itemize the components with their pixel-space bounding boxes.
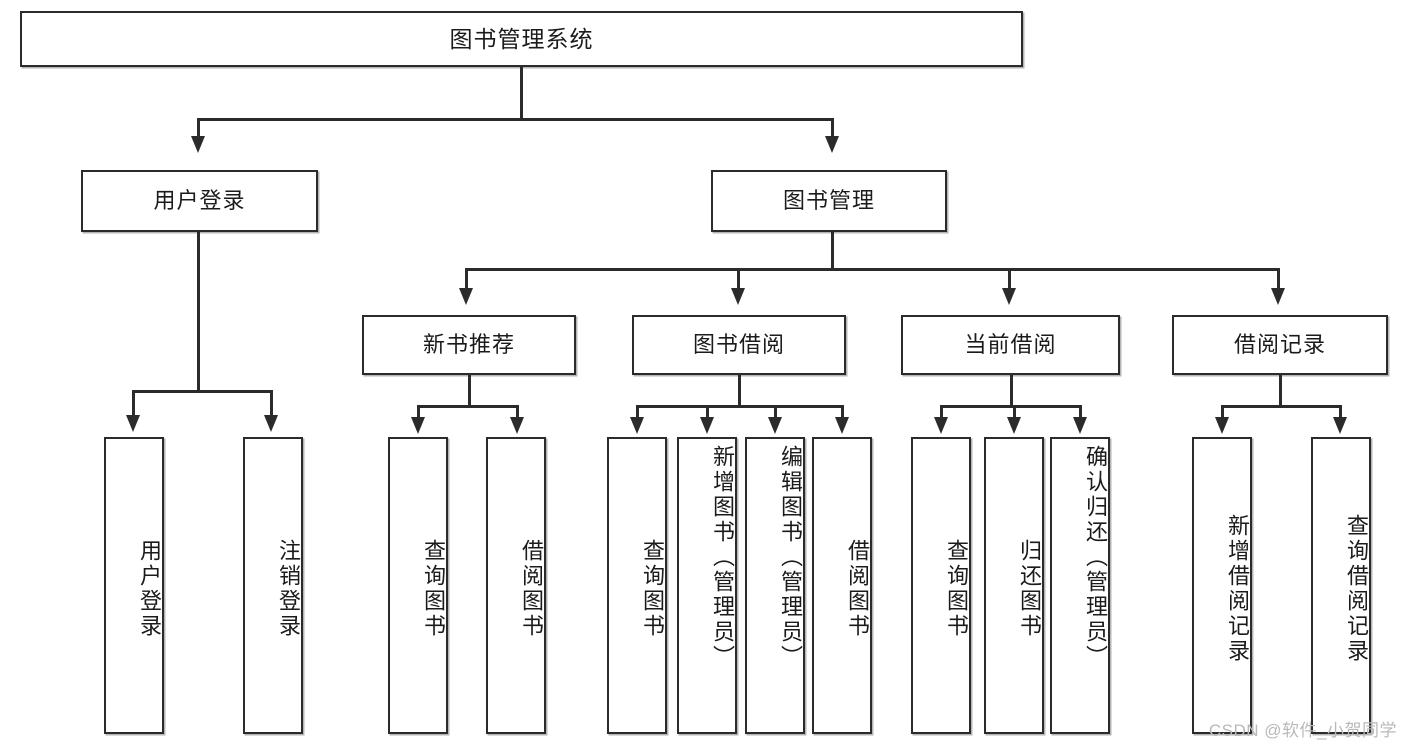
node-leaf-confirm-return[interactable]: 确认归还（管理员） xyxy=(1050,437,1110,734)
node-new-book-rec[interactable]: 新书推荐 xyxy=(362,315,576,375)
arrowhead-current-borrow xyxy=(1002,288,1016,305)
leaf-label: 编辑图书（管理员） xyxy=(778,445,803,670)
connector-borrow-record-child-2 xyxy=(1339,405,1342,419)
arrowhead-leaf-query-book-2 xyxy=(630,417,644,434)
arrowhead-leaf-query-book-3 xyxy=(934,417,948,434)
arrowhead-leaf-query-record xyxy=(1333,417,1347,434)
arrowhead-leaf-query-book-1 xyxy=(411,417,425,434)
node-user-login[interactable]: 用户登录 xyxy=(81,170,318,232)
leaf-label: 查询借阅记录 xyxy=(1344,513,1369,664)
arrowhead-new-book-rec xyxy=(459,288,473,305)
connector-new-book-rec-child-1 xyxy=(417,405,420,419)
connector-book-borrow-child-4 xyxy=(841,405,844,419)
arrowhead-leaf-add-book xyxy=(700,417,714,434)
connector-level2-bus xyxy=(197,118,833,121)
connector-book-borrow-stem xyxy=(738,375,741,407)
arrowhead-leaf-borrow-book-1 xyxy=(510,417,524,434)
arrowhead-leaf-user-login xyxy=(126,415,140,432)
arrowhead-book-manage xyxy=(825,136,839,153)
connector-user-login-bus xyxy=(132,390,272,393)
connector-new-book-rec-child-2 xyxy=(516,405,519,419)
connector-new-book-rec-stem xyxy=(468,375,471,407)
node-leaf-query-book-2[interactable]: 查询图书 xyxy=(607,437,667,734)
connector-current-borrow-child-2 xyxy=(1013,405,1016,419)
leaf-label: 注销登录 xyxy=(276,538,301,639)
connector-user-login-child-1 xyxy=(132,390,135,417)
connector-current-borrow-child-1 xyxy=(940,405,943,419)
node-leaf-query-record[interactable]: 查询借阅记录 xyxy=(1311,437,1371,734)
arrowhead-leaf-add-record xyxy=(1215,417,1229,434)
connector-current-borrow-bus xyxy=(940,405,1081,408)
connector-root-stem xyxy=(520,67,523,119)
node-book-borrow[interactable]: 图书借阅 xyxy=(632,315,846,375)
leaf-label: 查询图书 xyxy=(421,538,446,639)
connector-to-book-borrow xyxy=(737,268,740,290)
arrowhead-leaf-confirm-return xyxy=(1073,417,1087,434)
connector-user-login-child-2 xyxy=(270,390,273,417)
arrowhead-leaf-borrow-book-2 xyxy=(835,417,849,434)
node-book-manage[interactable]: 图书管理 xyxy=(711,170,947,232)
connector-level3-bus xyxy=(465,268,1279,271)
node-leaf-borrow-book-1[interactable]: 借阅图书 xyxy=(486,437,546,734)
connector-borrow-record-bus xyxy=(1221,405,1341,408)
connector-to-book-manage xyxy=(831,118,834,138)
leaf-label: 借阅图书 xyxy=(519,538,544,639)
node-leaf-add-record[interactable]: 新增借阅记录 xyxy=(1192,437,1252,734)
connector-book-borrow-child-2 xyxy=(706,405,709,419)
leaf-label: 借阅图书 xyxy=(845,538,870,639)
connector-user-login-stem xyxy=(197,232,200,392)
connector-current-borrow-stem xyxy=(1010,375,1013,407)
leaf-label: 新增借阅记录 xyxy=(1225,513,1250,664)
connector-to-user-login xyxy=(197,118,200,138)
arrowhead-book-borrow xyxy=(731,288,745,305)
arrowhead-borrow-record xyxy=(1271,288,1285,305)
node-leaf-user-logout[interactable]: 注销登录 xyxy=(243,437,303,734)
connector-book-borrow-child-1 xyxy=(636,405,639,419)
node-leaf-borrow-book-2[interactable]: 借阅图书 xyxy=(812,437,872,734)
connector-current-borrow-child-3 xyxy=(1079,405,1082,419)
connector-borrow-record-child-1 xyxy=(1221,405,1224,419)
node-leaf-query-book-3[interactable]: 查询图书 xyxy=(911,437,971,734)
connector-new-book-rec-bus xyxy=(417,405,518,408)
node-leaf-edit-book[interactable]: 编辑图书（管理员） xyxy=(745,437,805,734)
connector-to-new-book-rec xyxy=(465,268,468,290)
connector-book-manage-stem xyxy=(831,232,834,270)
connector-borrow-record-stem xyxy=(1279,375,1282,407)
node-leaf-add-book[interactable]: 新增图书（管理员） xyxy=(677,437,737,734)
leaf-label: 归还图书 xyxy=(1017,538,1042,639)
node-root[interactable]: 图书管理系统 xyxy=(20,11,1023,67)
node-borrow-record[interactable]: 借阅记录 xyxy=(1172,315,1388,375)
arrowhead-leaf-edit-book xyxy=(768,417,782,434)
arrowhead-leaf-return-book xyxy=(1007,417,1021,434)
node-leaf-query-book-1[interactable]: 查询图书 xyxy=(388,437,448,734)
node-leaf-user-login[interactable]: 用户登录 xyxy=(104,437,164,734)
arrowhead-user-login xyxy=(191,136,205,153)
connector-to-borrow-record xyxy=(1277,268,1280,290)
leaf-label: 查询图书 xyxy=(640,538,665,639)
arrowhead-leaf-user-logout xyxy=(264,415,278,432)
connector-book-borrow-bus xyxy=(636,405,844,408)
node-leaf-return-book[interactable]: 归还图书 xyxy=(984,437,1044,734)
connector-to-current-borrow xyxy=(1008,268,1011,290)
connector-book-borrow-child-3 xyxy=(774,405,777,419)
leaf-label: 查询图书 xyxy=(944,538,969,639)
leaf-label: 用户登录 xyxy=(137,538,162,639)
leaf-label: 新增图书（管理员） xyxy=(710,445,735,670)
node-current-borrow[interactable]: 当前借阅 xyxy=(901,315,1120,375)
leaf-label: 确认归还（管理员） xyxy=(1083,445,1108,670)
